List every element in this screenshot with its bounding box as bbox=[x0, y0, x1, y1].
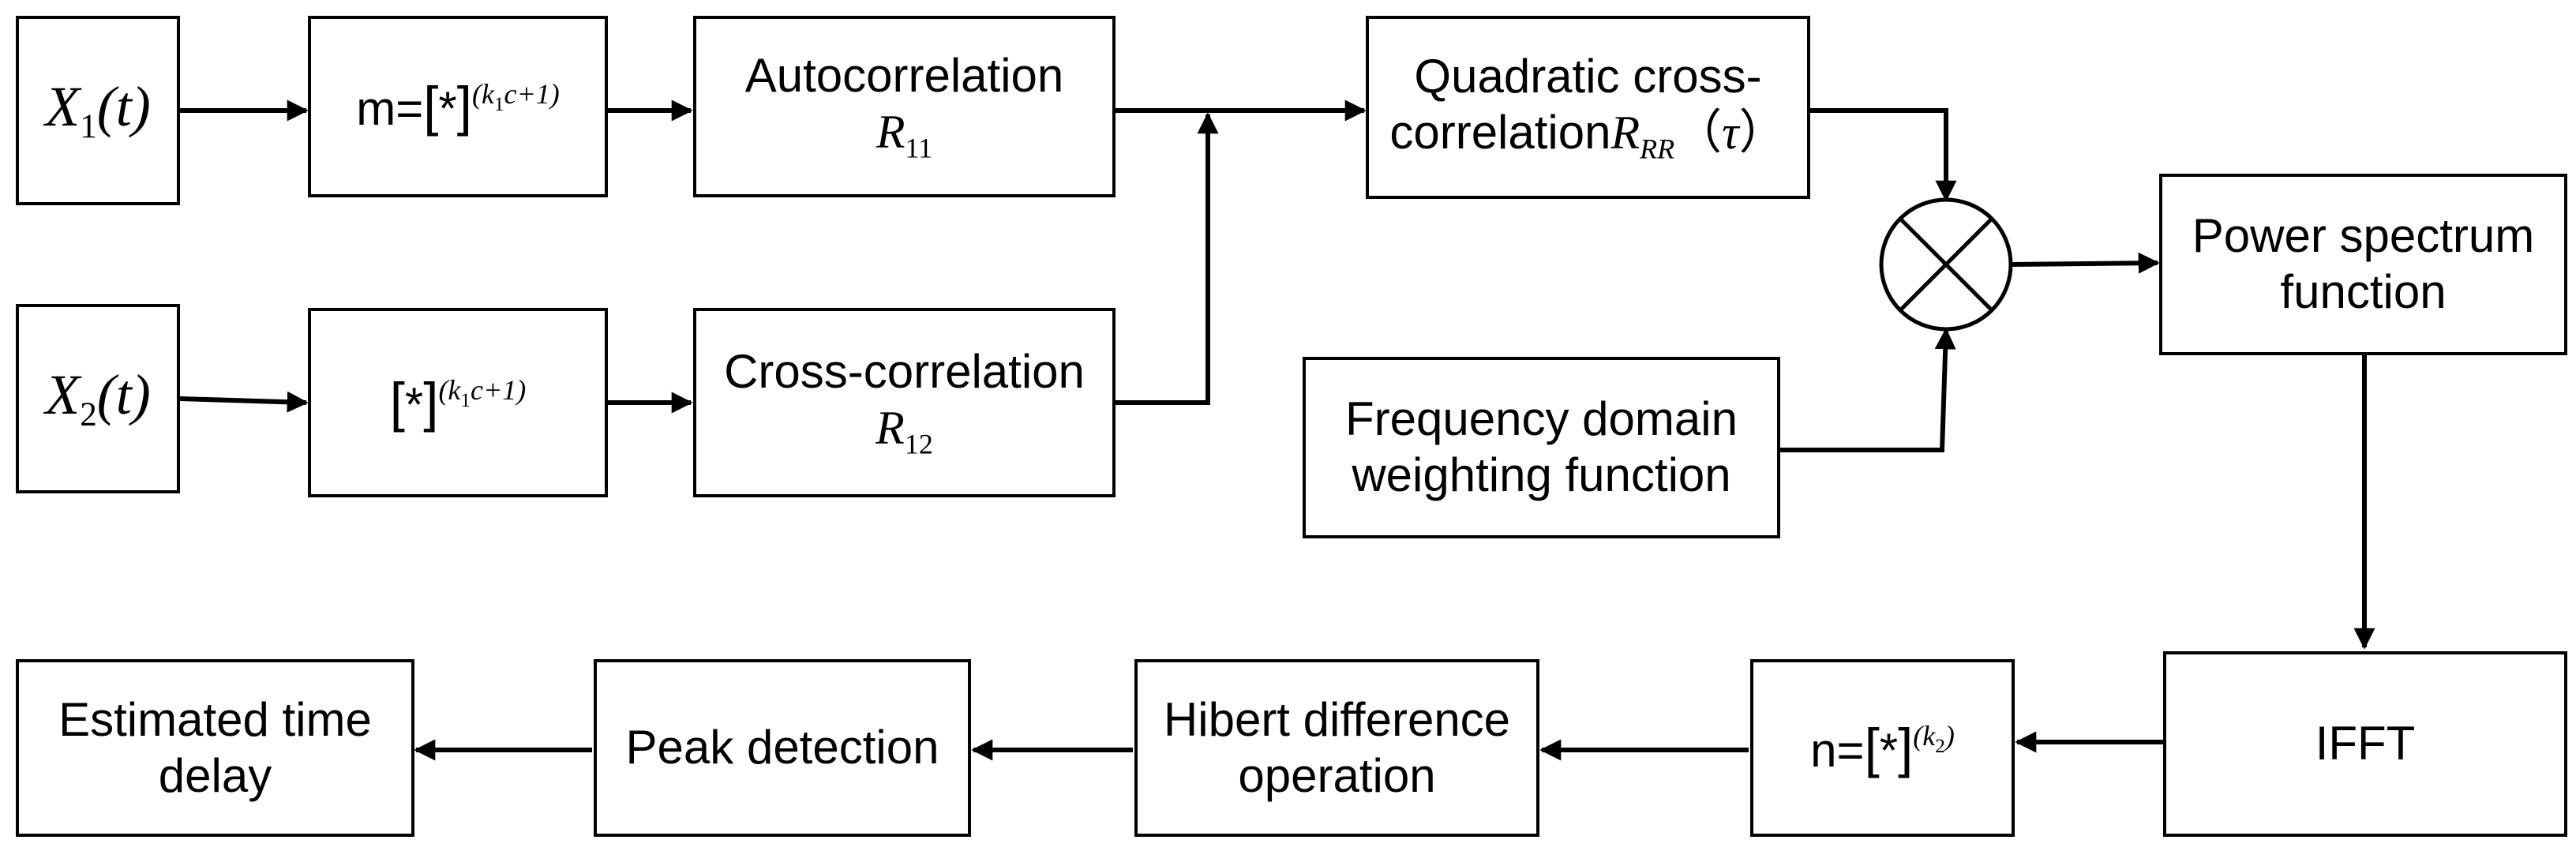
power-transform-block-2: [*](k1c+1) bbox=[308, 308, 608, 497]
arrow-multiplier-to-power-spectrum bbox=[2011, 252, 2160, 274]
arrow-weighting-to-multiplier bbox=[1780, 328, 1956, 452]
quadratic-label-line1: Quadratic cross- bbox=[1414, 50, 1762, 103]
peak-detection-block: Peak detection bbox=[594, 659, 971, 837]
frequency-weighting-block: Frequency domain weighting function bbox=[1303, 357, 1780, 538]
peak-detection-label: Peak detection bbox=[625, 721, 939, 774]
power-spectrum-block: Power spectrum function bbox=[2159, 174, 2567, 355]
crosscorrelation-block: Cross-correlation R12 bbox=[693, 308, 1116, 497]
estimated-delay-block: Estimated time delay bbox=[16, 659, 414, 837]
multiplier-node bbox=[1879, 197, 2013, 332]
quadratic-crosscorrelation-block: Quadratic cross- correlationRRR（τ） bbox=[1366, 16, 1810, 199]
estimate-label-line1: Estimated time bbox=[58, 692, 372, 746]
ifft-label: IFFT bbox=[2315, 717, 2416, 770]
power-spectrum-label-line2: function bbox=[2280, 265, 2447, 318]
autocorrelation-label: Autocorrelation bbox=[744, 49, 1064, 103]
power-transform-block-3: n=[*](k2) bbox=[1750, 659, 2015, 837]
ifft-block: IFFT bbox=[2163, 651, 2567, 837]
autocorrelation-block: Autocorrelation R11 bbox=[693, 16, 1116, 197]
estimate-label-line2: delay bbox=[158, 748, 272, 802]
hilbert-difference-block: Hibert difference operation bbox=[1134, 659, 1539, 837]
power-spectrum-label-line1: Power spectrum bbox=[2192, 209, 2535, 263]
arrow-crosscorrelation-to-junction bbox=[1116, 112, 1219, 405]
power-transform-3-formula: n=[*](k2) bbox=[1810, 717, 1955, 778]
hilbert-label-line1: Hibert difference bbox=[1163, 692, 1511, 746]
signal-x1-label: X1(t) bbox=[45, 74, 151, 146]
signal-x2-block: X2(t) bbox=[16, 304, 180, 493]
arrow-quadratic-to-multiplier bbox=[1810, 108, 1957, 202]
signal-x1-block: X1(t) bbox=[16, 16, 180, 205]
hilbert-label-line2: operation bbox=[1238, 748, 1436, 802]
power-transform-block-1: m=[*](k1c+1) bbox=[308, 16, 608, 197]
autocorrelation-symbol: R11 bbox=[876, 105, 933, 164]
power-transform-2-formula: [*](k1c+1) bbox=[389, 372, 527, 433]
weighting-label-line1: Frequency domain bbox=[1345, 392, 1738, 446]
weighting-label-line2: weighting function bbox=[1352, 448, 1731, 501]
signal-x2-label: X2(t) bbox=[45, 362, 151, 434]
crosscorrelation-label: Cross-correlation bbox=[724, 345, 1085, 399]
power-transform-1-formula: m=[*](k1c+1) bbox=[356, 76, 560, 137]
quadratic-label-line2: correlationRRR（τ） bbox=[1389, 105, 1787, 165]
arrow-x2-to-power2 bbox=[179, 391, 309, 413]
crosscorrelation-symbol: R12 bbox=[876, 401, 933, 460]
